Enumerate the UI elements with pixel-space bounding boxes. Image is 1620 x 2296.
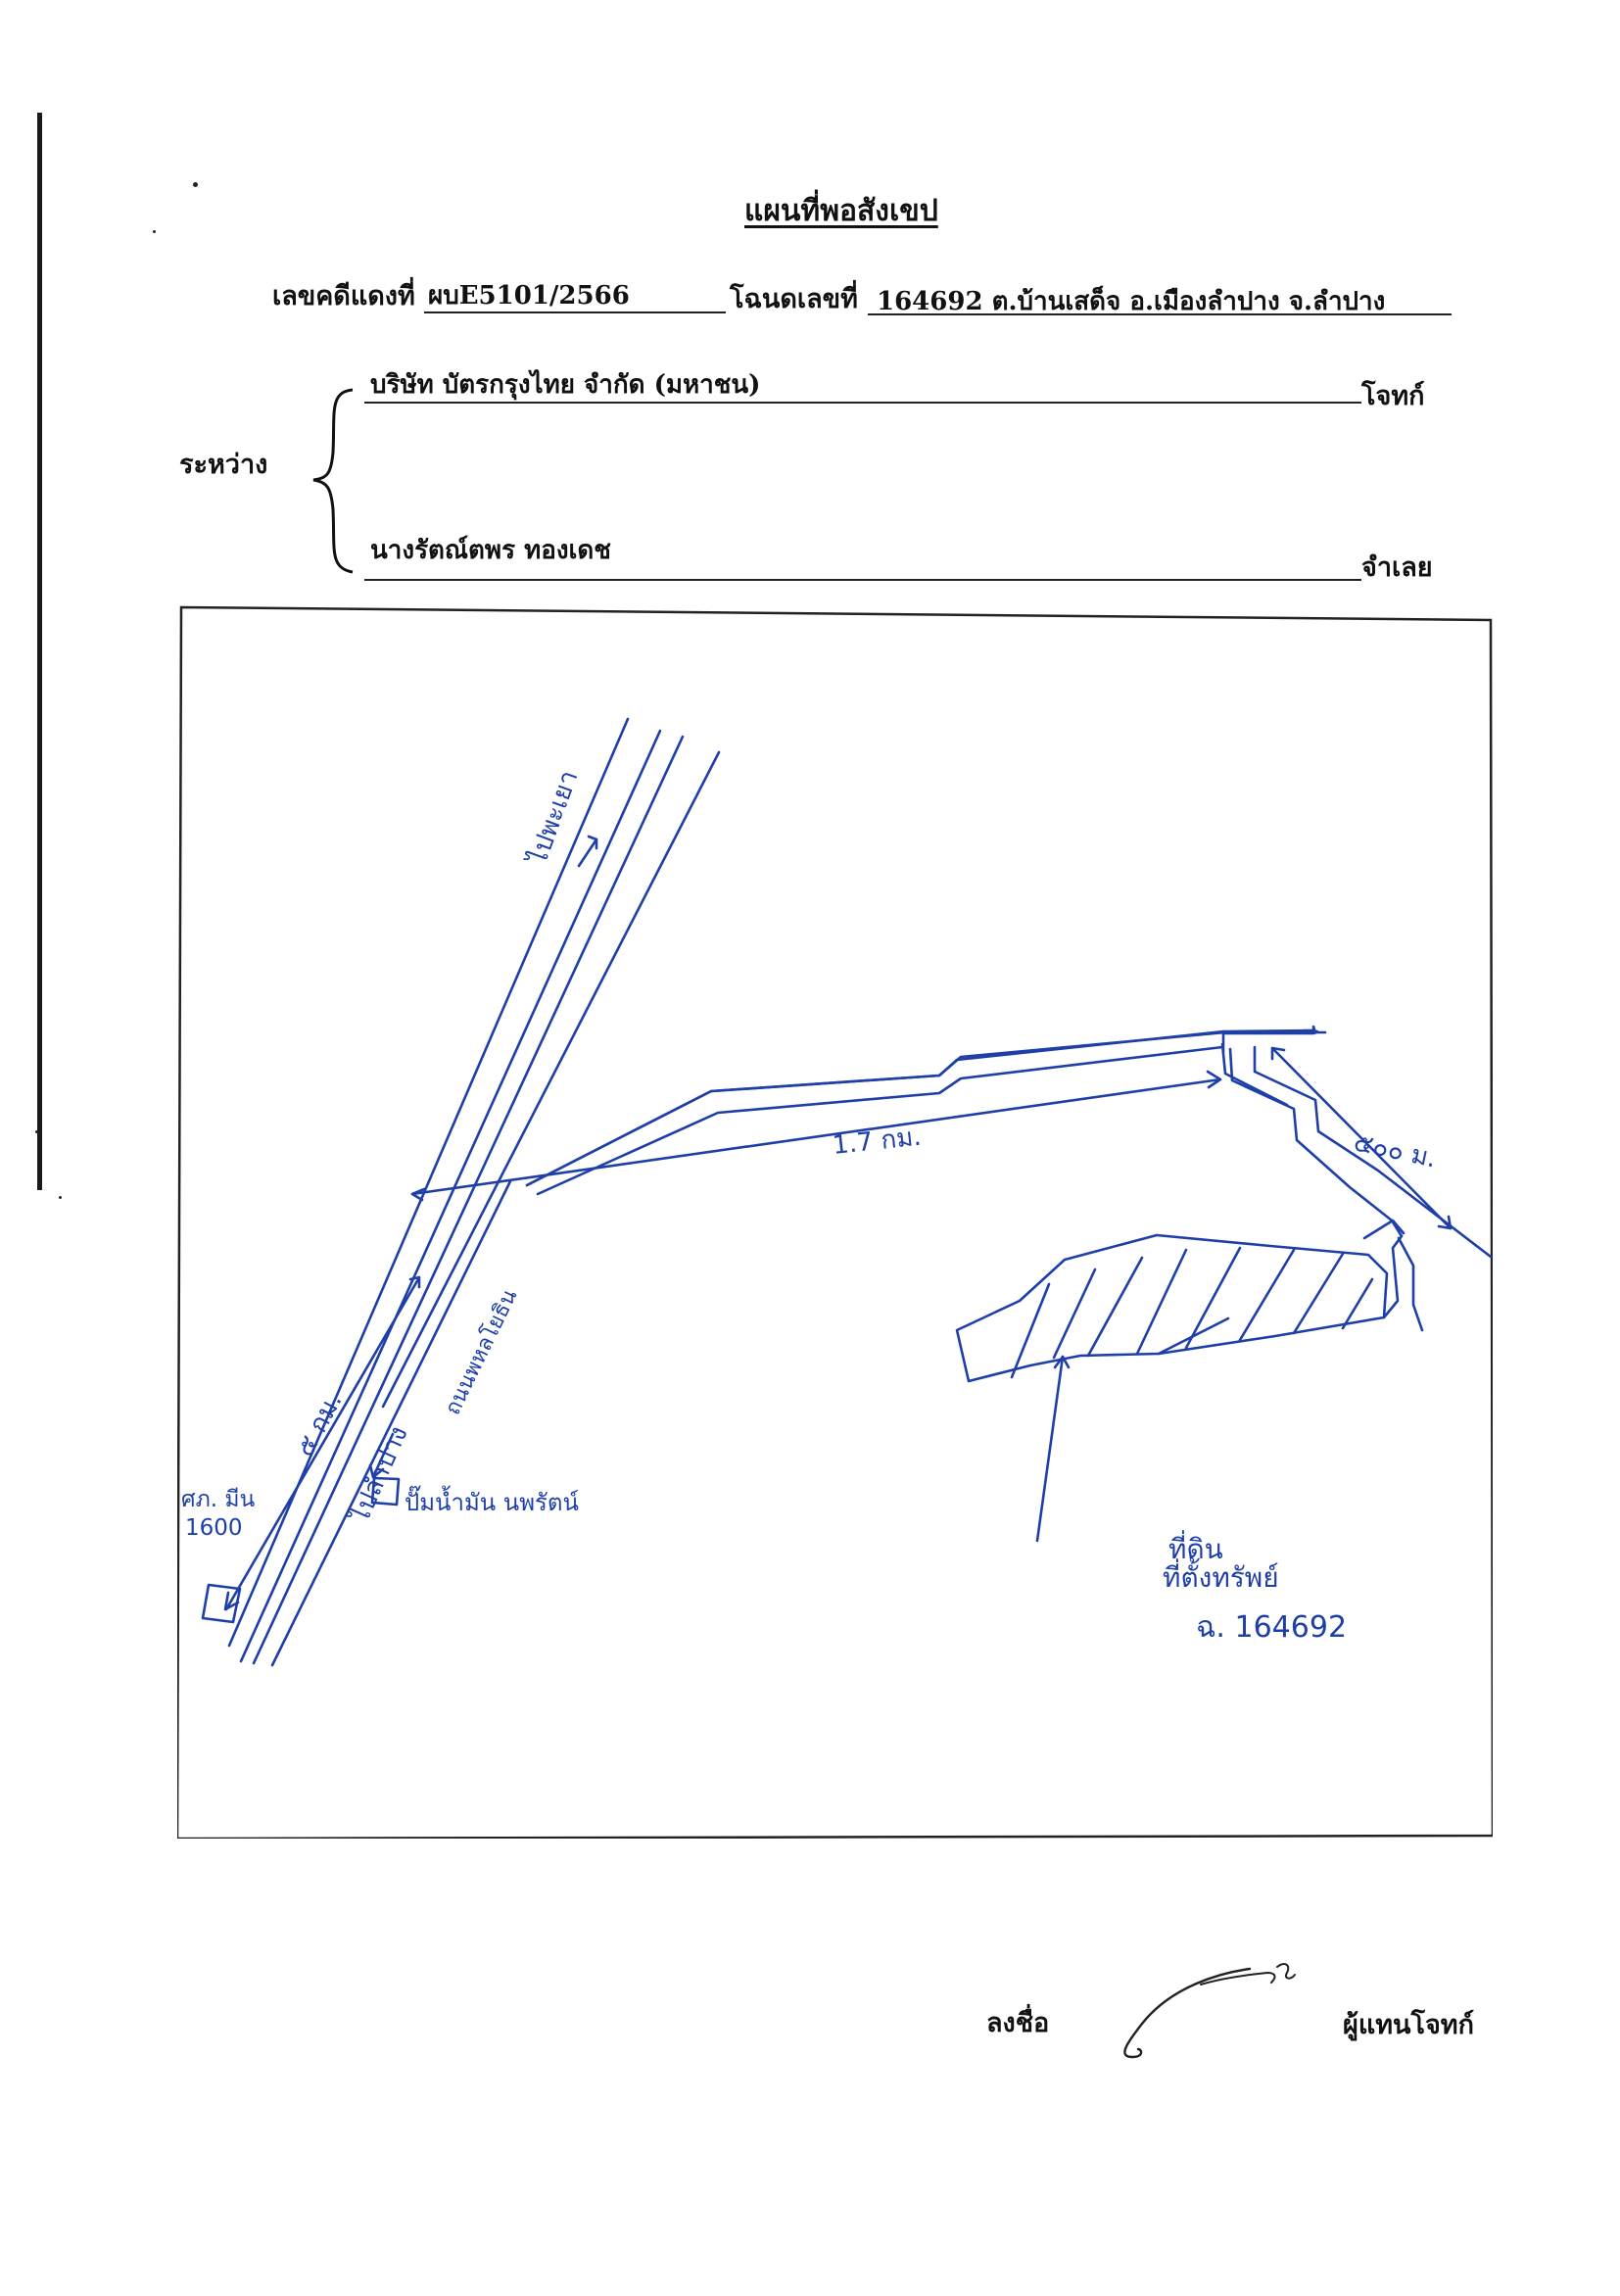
defendant-name: นางรัตณ์ตพร ทองเดช xyxy=(370,536,611,565)
arrowhead xyxy=(1053,1355,1071,1369)
parcel-hatch xyxy=(1238,1248,1296,1342)
highway-edge-outer-right-upper xyxy=(381,750,721,1409)
label-parcel-deed: ฉ. 164692 xyxy=(1196,1610,1347,1645)
label-distance-1-7km: 1.7 กม. xyxy=(832,1123,923,1161)
sketch-map: ไปพะเยา ถนนพหลโยธิน ไปลำปาง ๕ กม. 1.7 กม… xyxy=(177,605,1493,1839)
parcel-hatch xyxy=(1052,1268,1097,1360)
branch-road-lower-edge xyxy=(536,1045,1224,1196)
label-to-lampang: ไปลำปาง xyxy=(344,1421,413,1528)
label-landmark-right: ปั๊มน้ำมัน นพรัตน์ xyxy=(405,1485,579,1516)
distance-arrow-1-7km xyxy=(410,1077,1222,1196)
parcel-hatch xyxy=(1184,1246,1242,1350)
arrowhead xyxy=(1206,1070,1222,1089)
distance-arrow-5km xyxy=(224,1277,420,1611)
arrowhead xyxy=(1270,1046,1286,1061)
scan-speck xyxy=(153,230,156,233)
lane-junction xyxy=(1362,1219,1406,1240)
label-parcel-line1: ที่ดิน xyxy=(1168,1530,1223,1565)
case-number-underline xyxy=(424,311,726,313)
direction-arrow-lampang xyxy=(371,1432,395,1479)
defendant-role: จำเลย xyxy=(1361,552,1433,583)
highway-edge-outer-right-lower xyxy=(270,1179,512,1667)
scan-speck xyxy=(35,1130,38,1133)
arrowhead xyxy=(587,835,598,850)
arrowhead xyxy=(410,1187,426,1202)
arrowhead xyxy=(223,1591,240,1611)
label-distance-5km: ๕ กม. xyxy=(291,1388,349,1461)
arrowhead xyxy=(368,1463,385,1479)
arrowhead xyxy=(1437,1215,1453,1230)
access-lane-left xyxy=(1382,1234,1404,1319)
signature-scrawl xyxy=(1123,1963,1296,2059)
direction-arrow-phayao xyxy=(577,837,598,868)
page-title: แผนที่พอสังเขป xyxy=(744,194,938,228)
parcel-pointer-arrow xyxy=(1035,1355,1065,1543)
plaintiff-underline xyxy=(364,402,1361,404)
highway-edge-left xyxy=(239,729,662,1663)
signer-role: ผู้แทนโจทก์ xyxy=(1343,2010,1474,2040)
scan-speck xyxy=(193,182,198,187)
label-distance-500m: ๕๐๐ ม. xyxy=(1352,1128,1439,1174)
branch-road-top-cap xyxy=(1221,1030,1327,1035)
label-to-phayao: ไปพะเยา xyxy=(522,766,585,870)
parcel-hatch xyxy=(1341,1277,1374,1330)
plaintiff-role: โจทก์ xyxy=(1361,381,1425,411)
access-lane-right xyxy=(1397,1236,1424,1332)
deed-underline xyxy=(868,313,1452,315)
landmark-box-left xyxy=(201,1583,242,1624)
distance-arrow-500m xyxy=(1270,1046,1453,1230)
parcel-hatch xyxy=(1135,1248,1188,1356)
scan-speck xyxy=(59,1196,62,1199)
arrowhead xyxy=(408,1275,421,1289)
map-border xyxy=(177,605,1493,1839)
label-road-name: ถนนพหลโยธิน xyxy=(440,1285,522,1418)
parcel-hatch xyxy=(1010,1282,1051,1379)
lane-left-join xyxy=(1220,1042,1289,1107)
parcel-hatch xyxy=(1292,1252,1345,1335)
case-number-label: เลขคดีแดงที่ xyxy=(272,281,415,311)
lane-right-edge xyxy=(1253,1045,1493,1259)
defendant-underline xyxy=(364,579,1361,581)
label-parcel-line2: ที่ตั้งทรัพย์ xyxy=(1163,1557,1279,1594)
plaintiff-name: บริษัท บัตรกรุงไทย จำกัด (มหาชน) xyxy=(370,370,761,400)
scan-edge-mark xyxy=(37,113,42,1190)
label-landmark-left-line1: ศภ. มีน xyxy=(181,1487,256,1512)
landmark-box-right xyxy=(370,1476,401,1507)
parcel-hatch xyxy=(1086,1256,1144,1358)
between-label: ระหว่าง xyxy=(179,450,268,480)
highway-edge-right xyxy=(252,735,685,1665)
signature-label: ลงชื่อ xyxy=(986,2008,1050,2038)
case-number-value: ผบE5101/2566 xyxy=(428,281,630,311)
label-landmark-left-line2: 1600 xyxy=(185,1515,243,1541)
deed-label: โฉนดเลขที่ xyxy=(730,284,858,314)
parcel-outline xyxy=(955,1233,1389,1383)
brace-symbol xyxy=(312,388,354,574)
deed-value: 164692 ต.บ้านเสด็จ อ.เมืองลำปาง จ.ลำปาง xyxy=(877,287,1386,316)
